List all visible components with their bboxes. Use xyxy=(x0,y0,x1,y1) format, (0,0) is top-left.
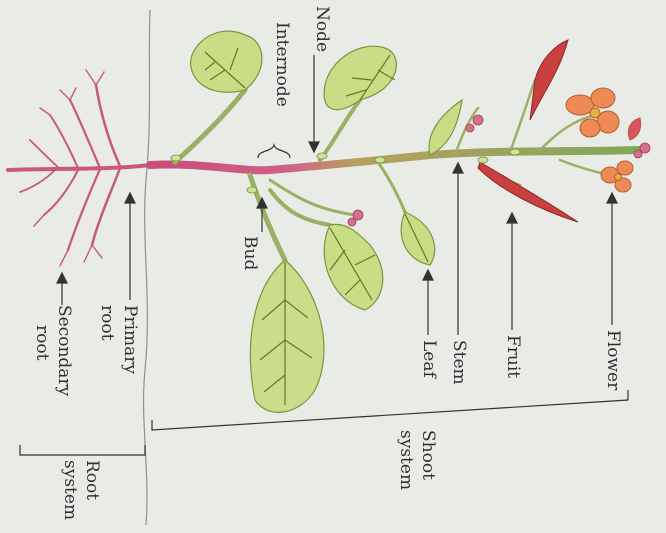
leaf-bottom-large xyxy=(250,260,324,412)
label-secondary-root-line1: Secondary xyxy=(55,305,72,396)
label-secondary-root-line2: root xyxy=(33,325,50,360)
secondary-root xyxy=(70,100,100,168)
label-root-system-line1: Root xyxy=(83,460,100,500)
flower-small xyxy=(601,161,633,192)
leaf-right-small xyxy=(401,212,435,265)
root-bracket xyxy=(20,445,145,455)
label-fruit: Fruit xyxy=(504,335,521,378)
leaf-top-left xyxy=(191,31,262,92)
flower-bud-red xyxy=(628,118,640,140)
bud-pink xyxy=(473,115,483,125)
label-internode: Internode xyxy=(273,22,290,107)
leaf-branch xyxy=(380,165,405,212)
fruit-lower xyxy=(478,162,578,222)
fruit-upper xyxy=(530,40,568,120)
secondary-root xyxy=(96,85,120,166)
shoot-bracket xyxy=(152,390,628,430)
leaf-top-mid xyxy=(324,46,396,110)
secondary-root xyxy=(44,170,78,215)
label-stem: Stem xyxy=(450,340,467,385)
root-system-drawing xyxy=(8,70,150,266)
flowers xyxy=(566,88,641,192)
main-stem xyxy=(150,150,640,170)
label-root-system-line2: system xyxy=(61,460,78,520)
secondary-root xyxy=(50,115,78,168)
bud-branch xyxy=(270,180,355,215)
label-shoot-system-line2: system xyxy=(397,430,414,490)
label-primary-root-line2: root xyxy=(98,305,115,340)
label-primary-root-line1: Primary xyxy=(121,305,138,374)
label-bud: Bud xyxy=(241,236,258,270)
internode-brace xyxy=(258,145,290,158)
label-node: Node xyxy=(313,6,330,52)
secondary-root xyxy=(20,170,55,192)
secondary-root xyxy=(30,140,60,169)
upper-branch xyxy=(175,90,245,162)
label-shoot-system-line1: Shoot xyxy=(419,430,436,480)
label-leaf: Leaf xyxy=(420,340,437,378)
primary-root xyxy=(8,165,150,170)
flower-large xyxy=(566,88,619,137)
label-flower: Flower xyxy=(604,330,621,390)
